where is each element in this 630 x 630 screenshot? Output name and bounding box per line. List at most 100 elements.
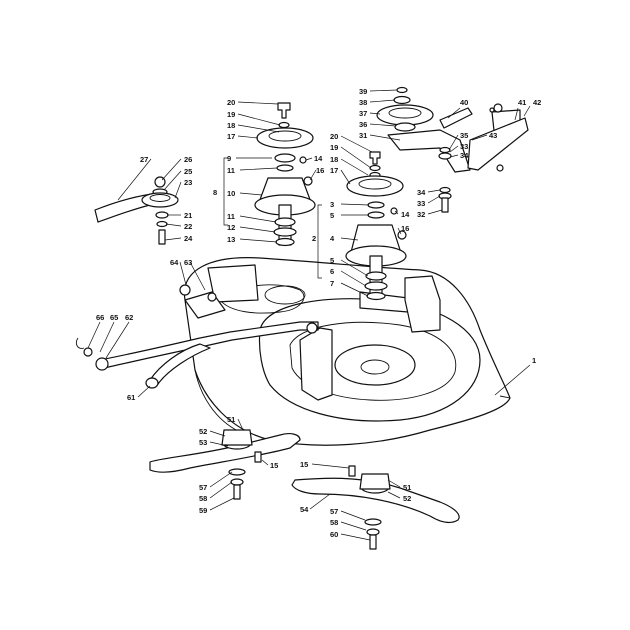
leader-line (239, 226, 276, 233)
callout-label: 43 (489, 131, 497, 140)
leader-line (189, 261, 206, 291)
leader-line (340, 533, 371, 541)
leader-line (117, 158, 152, 201)
callout-label: 54 (300, 505, 309, 514)
leader-line (105, 321, 130, 359)
callout-label: 24 (184, 234, 193, 243)
callout-label: 19 (330, 143, 338, 152)
leader-line (340, 282, 369, 297)
callout-label: 57 (199, 483, 207, 492)
callout-label: 61 (127, 393, 135, 402)
leader-line (387, 479, 401, 488)
callout-label: 36 (359, 120, 367, 129)
callout-label: 35 (460, 131, 468, 140)
callout-label: 1 (532, 356, 536, 365)
callout-label: 15 (270, 461, 278, 470)
leader-line (237, 418, 244, 431)
callout-label: 39 (359, 87, 367, 96)
callout-label: 59 (199, 506, 207, 515)
callout-label: 52 (403, 494, 411, 503)
leader-line (387, 491, 401, 499)
leader-line (209, 441, 229, 447)
callout-label: 18 (330, 155, 338, 164)
callout-label: 12 (227, 223, 235, 232)
leader-line (209, 430, 226, 437)
callout-label: 3 (330, 200, 334, 209)
callout-label: 51 (403, 483, 411, 492)
leader-line (369, 123, 397, 127)
callout-label: 20 (330, 132, 338, 141)
callout-label: 34 (460, 151, 469, 160)
callout-label: 14 (401, 210, 410, 219)
callout-label: 23 (184, 178, 192, 187)
callout-label: 31 (359, 131, 367, 140)
leader-line (369, 112, 381, 115)
leader-line (179, 261, 187, 286)
right-blade-assembly (291, 465, 460, 550)
callout-label: 6 (330, 267, 334, 276)
leader-line (209, 497, 235, 511)
leader-line (427, 189, 441, 193)
right-spindle-assembly (345, 151, 407, 301)
leader-line (369, 99, 396, 103)
callout-label: 33 (417, 199, 425, 208)
callout-label: 41 (518, 98, 526, 107)
leader-line (237, 124, 280, 133)
callout-label: 58 (330, 518, 338, 527)
tension-pulley-assembly (376, 86, 529, 213)
lift-linkage (75, 284, 319, 389)
callout-label: 37 (359, 109, 367, 118)
callout-label: 16 (401, 224, 409, 233)
leader-line (447, 107, 461, 119)
leader-line (523, 105, 531, 117)
leader-line (449, 145, 459, 153)
callout-label: 63 (184, 258, 192, 267)
callout-label: 2 (312, 234, 316, 243)
leader-line (237, 113, 281, 126)
callout-label: 51 (227, 415, 235, 424)
callout-label: 34 (417, 188, 426, 197)
callout-label: 42 (533, 98, 541, 107)
callout-labels: 20 19 18 17 9 11 14 16 8 10 11 12 13 27 … (96, 87, 541, 539)
callout-label: 66 (96, 313, 104, 322)
callout-label: 25 (184, 167, 192, 176)
leader-line (369, 134, 401, 141)
callout-label: 4 (330, 234, 335, 243)
leader-line (427, 195, 441, 204)
leader-line (369, 89, 398, 92)
callout-label: 16 (316, 166, 324, 175)
leader-line (471, 134, 488, 141)
callout-label: 17 (330, 166, 338, 175)
leader-line (340, 169, 351, 185)
leader-line (494, 364, 531, 396)
callout-label: 20 (227, 98, 235, 107)
leader-line (340, 135, 373, 153)
leader-line (209, 471, 233, 488)
leader-line (340, 158, 369, 176)
left-spindle-assembly (254, 102, 316, 247)
callout-label: 40 (460, 98, 468, 107)
leader-line (309, 169, 317, 181)
callout-label: 15 (300, 460, 308, 469)
leader-line (87, 321, 101, 349)
group-brackets (223, 157, 322, 279)
leader-line (209, 481, 233, 499)
callout-label: 38 (359, 98, 367, 107)
leader-line (239, 215, 277, 223)
leader-line (340, 510, 366, 521)
leader-line (237, 101, 279, 105)
leader-line (239, 192, 263, 196)
callout-label: 10 (227, 189, 235, 198)
leader-line (163, 170, 182, 191)
leader-line (305, 157, 313, 161)
callout-label: 64 (170, 258, 179, 267)
leader-line (397, 227, 402, 235)
leader-line (448, 134, 459, 151)
leader-line (340, 203, 370, 206)
leader-line (340, 237, 359, 241)
callout-label: 60 (330, 530, 338, 539)
leader-line (449, 154, 459, 158)
leader-line (514, 107, 519, 121)
leader-line (239, 167, 278, 171)
